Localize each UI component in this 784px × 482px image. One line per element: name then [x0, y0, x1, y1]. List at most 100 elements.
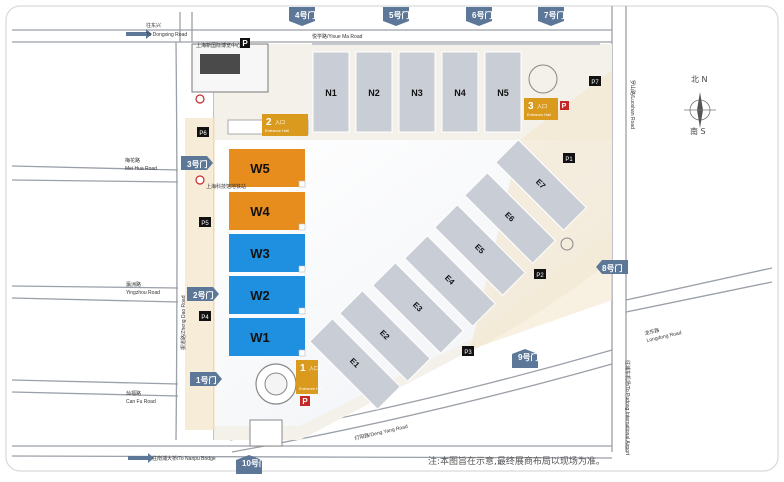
- parking-icon-east-letter: P: [562, 103, 567, 110]
- hall-n1: [312, 51, 350, 133]
- gate-door-7-arrow: [538, 7, 564, 26]
- parking-p5-label: P5: [201, 221, 209, 227]
- east-roundabout: [560, 237, 574, 251]
- hall-w4-door: [298, 223, 306, 231]
- gate-door-5-arrow: [383, 7, 409, 26]
- road-yixue: 悦学路/Yixue Ma Road: [312, 33, 363, 40]
- parking-p7-label: P7: [591, 80, 599, 86]
- compass-south-label: 南 S: [690, 127, 706, 136]
- gate-door-10-arrow: [236, 455, 262, 474]
- gate-door-8-arrow: [596, 260, 628, 274]
- gate-door-4-arrow: [289, 7, 315, 26]
- nanpu-arrow-icon: [128, 453, 154, 463]
- road-meihua-en: Mei Hua Road: [125, 166, 157, 172]
- hall-w2-label: W2: [250, 288, 270, 303]
- entrance-gate-2: [262, 114, 308, 136]
- road-airport: 往浦东机场/To Pudong International Airport: [624, 360, 631, 456]
- entrance-gate-2-label: 入口: [275, 120, 285, 126]
- hall-e6-block: [464, 172, 556, 264]
- hall-w4-label: W4: [250, 204, 270, 219]
- entrance-gate-3-number: 3: [528, 101, 534, 112]
- gate-door-3-label: 3号门: [187, 159, 207, 169]
- hall-w3-door: [298, 265, 306, 273]
- hall-n5: [484, 51, 522, 133]
- parking-p5: [199, 217, 211, 227]
- hall-w2: [229, 276, 305, 314]
- compass-north-label: 北 N: [691, 75, 708, 84]
- hall-w3-label: W3: [250, 246, 270, 261]
- entrance-gate-3-en: Entrance Hall: [527, 112, 551, 117]
- gate-door-3-arrow: [181, 156, 213, 170]
- hall-n3: [398, 51, 436, 133]
- parking-p6-label: P6: [199, 131, 207, 137]
- hall-e3-block: [372, 262, 464, 354]
- parking-p1: [563, 153, 575, 163]
- hall-e5: [434, 204, 526, 296]
- parking-icon-south-letter: P: [302, 397, 308, 406]
- gate-door-9-label: 9号门: [518, 352, 538, 362]
- metro-icon-north: [195, 94, 205, 104]
- hall-e1-block: [309, 318, 401, 410]
- road-canfu-en: Can Fu Road: [126, 399, 156, 405]
- hall-n1-label: N1: [325, 88, 337, 98]
- parking-icon-north: [240, 38, 250, 48]
- south-building: [249, 419, 283, 447]
- metro-building-roof: [200, 54, 240, 74]
- road-dongxing-en: To Dongxing Road: [146, 32, 187, 38]
- metro-icon: [195, 175, 205, 185]
- hall-e7: [495, 139, 587, 231]
- hall-n5-label: N5: [497, 88, 509, 98]
- road-dongxing-cn: 往东兴: [146, 22, 161, 29]
- road-meihua-cn: 梅花路: [125, 157, 140, 164]
- parking-p3-label: P3: [464, 350, 472, 356]
- hall-n4: [441, 51, 479, 133]
- hall-w3: [229, 234, 305, 272]
- parking-p4-label: P4: [201, 315, 209, 321]
- hall-e5-block: [434, 204, 526, 296]
- north-roundabout: [528, 64, 558, 94]
- hall-w1-label: W1: [250, 330, 270, 345]
- parking-icon-east: [560, 101, 569, 110]
- hall-e7-block: [495, 139, 587, 231]
- metro-station-label-2: 上海科技馆地铁站: [206, 183, 246, 190]
- road-canfu-cn: 灿福路: [126, 390, 141, 397]
- hall-e4-block: [404, 235, 496, 327]
- hall-w2-door: [298, 307, 306, 315]
- parking-icon-south: [300, 396, 310, 406]
- gate-door-8-label: 8号门: [602, 263, 622, 273]
- road-longdong-cn: 龙东路: [644, 327, 660, 337]
- gate-door-7-label: 7号门: [544, 10, 564, 20]
- entrance-gate-3-label: 入口: [537, 104, 547, 110]
- road-luoshan: 罗山路/Luoshan Road: [629, 80, 636, 129]
- road-nanpu: 往南浦大桥/To Nanpu Bridge: [152, 455, 216, 462]
- parking-p4: [199, 311, 211, 321]
- hall-w5: [229, 149, 305, 187]
- parking-p3: [462, 346, 474, 356]
- gate-door-9-arrow: [512, 349, 538, 368]
- hall-e4: [404, 235, 496, 327]
- road-yingzhou-en: Yingzhou Road: [126, 290, 160, 296]
- south-roundabout-inner: [264, 372, 288, 396]
- gate-door-2-arrow: [187, 287, 219, 301]
- hall-w4: [229, 192, 305, 230]
- compass: [684, 92, 716, 128]
- hall-e2-block: [339, 290, 431, 382]
- hall-w1-door: [298, 349, 306, 357]
- parking-p1-label: P1: [565, 157, 573, 163]
- gate-door-6-label: 6号门: [472, 10, 492, 20]
- gate-door-5-label: 5号门: [389, 10, 409, 20]
- road-yingzhou-cn: 瀛洲路: [126, 281, 141, 288]
- gate-door-6-arrow: [466, 7, 492, 26]
- parking-p7: [589, 76, 601, 86]
- hall-w1: [229, 318, 305, 356]
- gate-door-2-label: 2号门: [193, 290, 213, 300]
- entrance-gate-3: [524, 98, 558, 120]
- hall-n2: [355, 51, 393, 133]
